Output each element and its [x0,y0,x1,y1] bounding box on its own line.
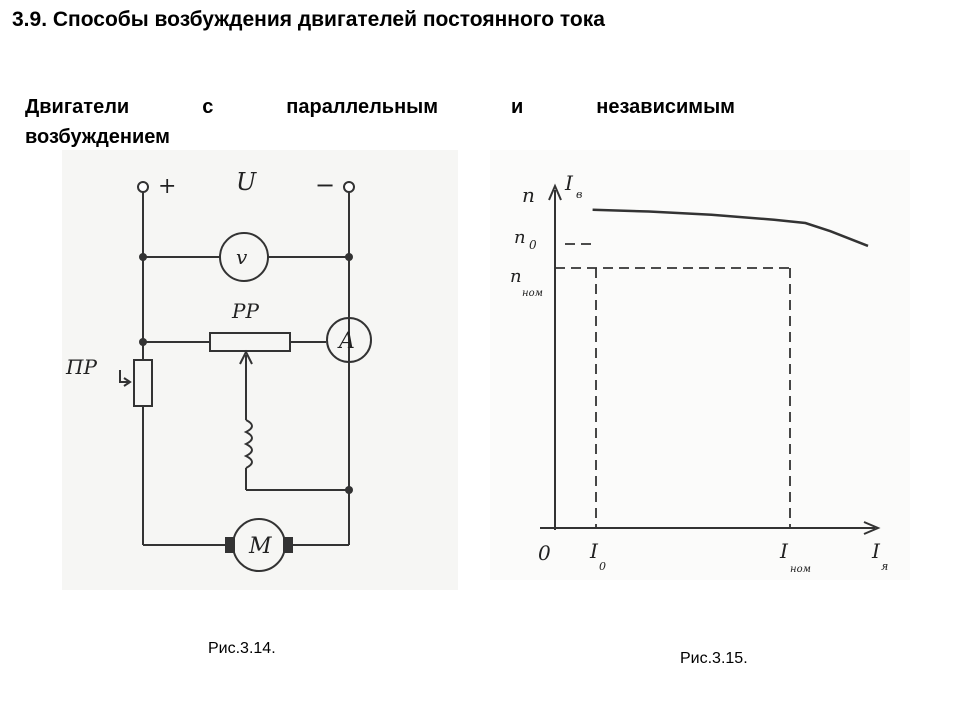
figure1-caption: Рис.3.14. [208,640,276,657]
origin-label: 0 [538,541,551,565]
ammeter-label: A [337,329,355,354]
subtitle-line2: возбуждением [25,126,170,148]
slide-title: 3.9. Способы возбуждения двигателей пост… [12,8,605,31]
y-axis-label: n [522,183,535,207]
n0-sub: 0 [529,238,537,252]
x-axis-label: I [871,539,881,563]
x-axis-sub: я [881,560,888,573]
nnom-sub: ном [522,288,543,299]
rheostat-arrow [123,377,132,387]
nnom-label: n [510,266,522,287]
figure2-caption: Рис.3.15. [680,650,748,667]
subtitle-word: независимым [596,96,735,118]
voltage-label: U [236,168,257,196]
field-rheostat-label: PP [231,299,259,323]
subtitle-word: и [511,96,524,118]
voltmeter-symbol [219,232,269,282]
ammeter-symbol [326,317,372,363]
plus-label: + [158,174,176,199]
subtitle-word: параллельным [286,96,439,118]
scan-background [490,150,910,580]
voltmeter-label: v [236,245,248,269]
subtitle-word: Двигатели [25,96,130,118]
motor-label: M [248,534,272,559]
Inom-sub: ном [790,564,811,575]
field-coil [243,419,253,469]
junction-dot [345,486,353,494]
I0-sub: 0 [599,560,606,573]
slider-arrow [239,349,253,365]
y-axis-arrow [548,183,562,201]
n0-label: n [514,227,526,248]
y-axis-right-sub: в [576,188,582,201]
subtitle-word: с [202,96,214,118]
x-axis-arrow [863,521,881,535]
slide-subtitle: Двигатели с параллельным и независимым в… [25,92,735,152]
minus-label: − [315,171,335,199]
speed-curve [592,208,869,248]
start-rheostat-label: ПР [65,355,97,379]
scan-background [62,150,458,590]
rheostat-tap [119,370,128,383]
y-axis-right-label: I [564,171,574,195]
junction-dot [345,253,353,261]
motor-brush-left [225,537,235,553]
junction-dot [139,338,147,346]
I0-label: I [589,539,599,563]
motor-brush-right [283,537,293,553]
junction-dot [139,253,147,261]
Inom-label: I [779,539,789,563]
